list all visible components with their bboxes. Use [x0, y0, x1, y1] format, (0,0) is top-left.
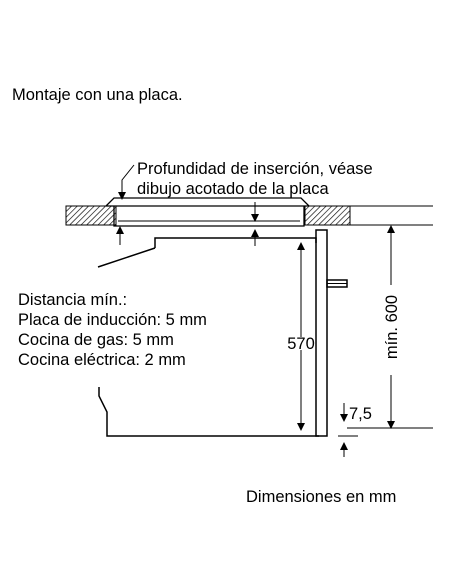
distance-note-line-electric: Cocina eléctrica: 2 mm	[18, 351, 186, 369]
hob	[105, 197, 310, 227]
dimension-min-600-label: mín. 600	[383, 295, 401, 359]
countertop-left	[65, 205, 117, 226]
callout-text-line2: dibujo acotado de la placa	[137, 180, 330, 198]
distance-note-heading: Distancia mín.:	[18, 291, 127, 309]
distance-note-line-gas: Cocina de gas: 5 mm	[18, 331, 174, 349]
distance-note-line-induction: Placa de inducción: 5 mm	[18, 311, 207, 329]
dimension-7-5: 7,5	[338, 403, 372, 457]
callout-text-line1: Profundidad de inserción, véase	[137, 160, 373, 178]
dimension-570: 570	[287, 242, 315, 431]
dimension-7-5-label: 7,5	[349, 405, 372, 423]
oven-door	[315, 229, 328, 437]
countertop-right	[304, 205, 351, 226]
distance-note: Distancia mín.: Placa de inducción: 5 mm…	[16, 284, 258, 370]
diagram-title: Montaje con una placa.	[12, 86, 183, 104]
callout-leader	[118, 164, 135, 200]
units-note: Dimensiones en mm	[246, 488, 397, 506]
dimension-570-label: 570	[287, 335, 315, 353]
oven-outline	[97, 229, 348, 437]
dimension-min-600: mín. 600	[347, 225, 433, 429]
countertop	[65, 205, 351, 226]
